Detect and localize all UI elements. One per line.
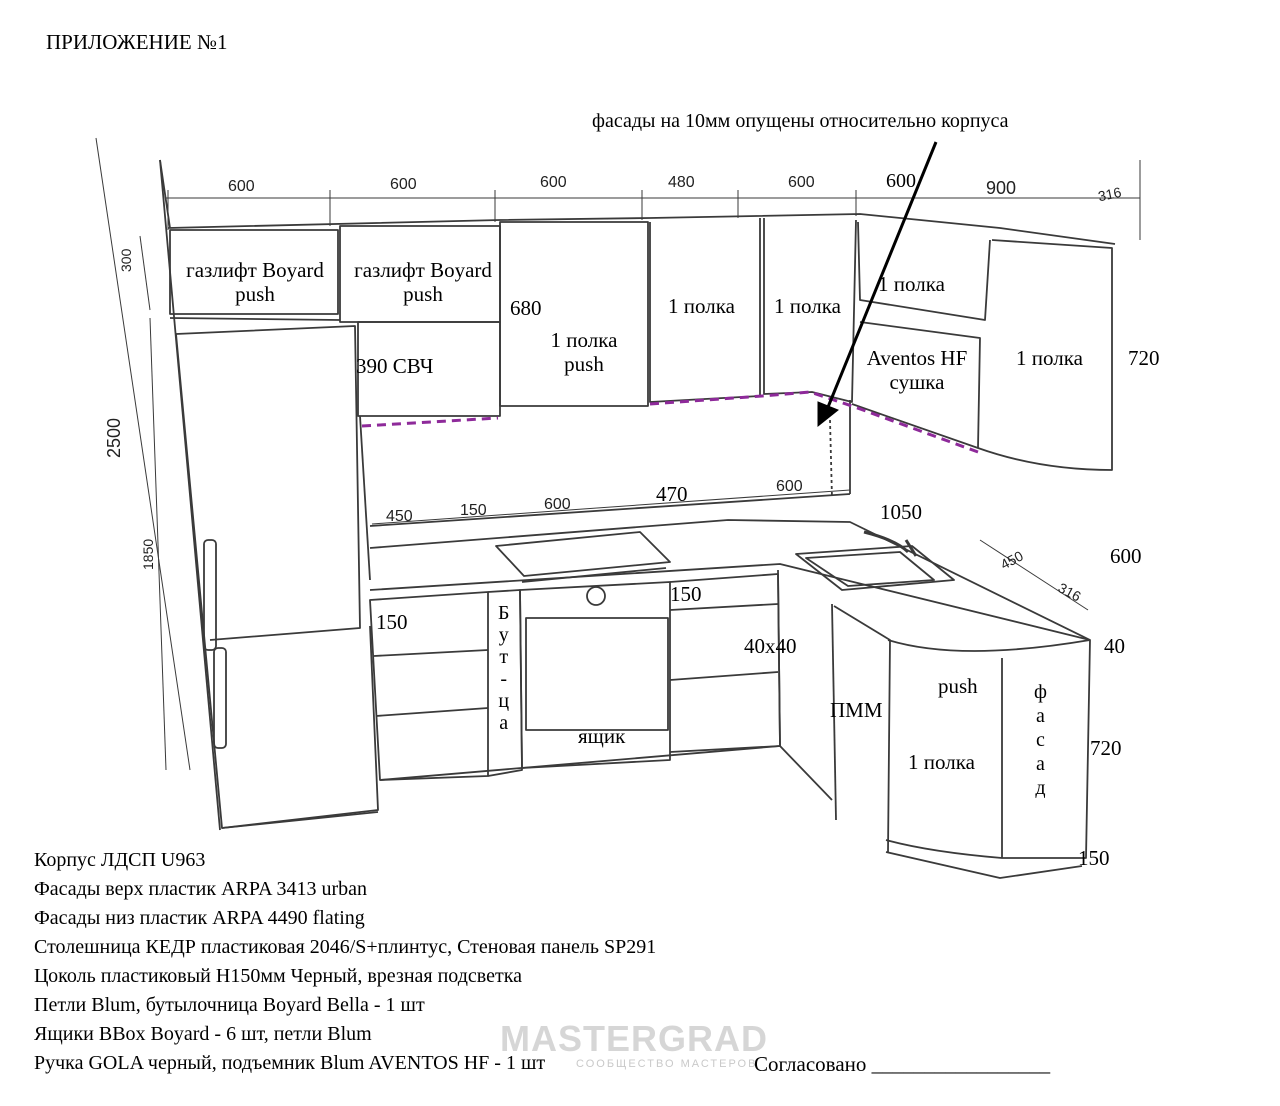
- plinth-dimension: 150: [1078, 846, 1110, 870]
- spec-line: Столешница КЕДР пластиковая 2046/S+плинт…: [34, 936, 657, 958]
- oven-drawer-height-label: 150: [670, 582, 702, 606]
- worktop-dimension: 470: [656, 482, 688, 506]
- shelf-label: 1 полка: [668, 294, 735, 318]
- worktop-thickness-dimension: 40: [1104, 634, 1125, 658]
- facade-label: ф а с а д: [1034, 681, 1047, 799]
- worktop-dimension: 600: [776, 478, 803, 495]
- top-dimension: 900: [986, 178, 1017, 198]
- spec-line: Корпус ЛДСП U963: [34, 849, 206, 871]
- drawer-height-label: 150: [376, 610, 408, 634]
- lower-height-dimension: 1850: [140, 538, 156, 570]
- top-dimension: 480: [668, 174, 695, 191]
- gaslift-cabinet-label: газлифт Boyard push: [354, 258, 492, 307]
- shelf-label: 1 полка: [878, 272, 945, 296]
- aventos-dryer-label: Aventos HF сушка: [866, 346, 968, 395]
- worktop-dimension: 1050: [880, 500, 922, 524]
- upper-height-dimension: 300: [118, 248, 134, 272]
- upper-height-720: 720: [1128, 346, 1160, 370]
- spec-line: Фасады низ пластик ARPA 4490 flating: [34, 907, 365, 929]
- push-label: push: [938, 674, 978, 698]
- shelf-label: 1 полка: [908, 750, 975, 774]
- base-height-dimension: 720: [1090, 736, 1122, 760]
- page-title: ПРИЛОЖЕНИЕ №1: [46, 30, 228, 54]
- microwave-label: 390 СВЧ: [356, 354, 434, 378]
- spec-line: Петли Blum, бутылочница Boyard Bella - 1…: [34, 994, 425, 1016]
- spec-line: Цоколь пластиковый Н150мм Черный, врезна…: [34, 965, 523, 987]
- worktop-dimension: 600: [544, 496, 571, 513]
- specification-notes: Корпус ЛДСП U963 Фасады верх пластик ARP…: [34, 846, 656, 1078]
- dishwasher-label: ПММ: [830, 698, 883, 722]
- worktop-dimension: 450: [386, 508, 413, 525]
- drawer-label: ящик: [578, 724, 626, 748]
- facade-offset-note: фасады на 10мм опущены относительно корп…: [592, 110, 1009, 132]
- spec-line: Ящики BBox Boyard - 6 шт, петли Blum: [34, 1023, 372, 1045]
- spec-line: Ручка GOLA черный, подъемник Blum AVENTO…: [34, 1052, 546, 1074]
- top-dimension: 600: [390, 176, 417, 193]
- total-height-dimension: 2500: [104, 417, 124, 458]
- top-dimension: 600: [886, 170, 916, 192]
- top-dimension: 600: [228, 178, 255, 195]
- bottle-rack-label: Б у т - ц а: [498, 602, 510, 734]
- gaslift-cabinet-label: газлифт Boyard push: [186, 258, 324, 307]
- approval-signature-line: Согласовано _________________: [754, 1052, 1051, 1076]
- worktop-dimension: 150: [460, 502, 487, 519]
- top-dimension: 600: [540, 174, 567, 191]
- shelf-label: 1 полка: [1016, 346, 1083, 370]
- backsplash-dimension: 600: [1110, 544, 1142, 568]
- shelf-label: 1 полка: [774, 294, 841, 318]
- cabinet-height-label: 680: [510, 296, 542, 320]
- watermark-logo: MASTERGRAD: [500, 1018, 768, 1059]
- spec-line: Фасады верх пластик ARPA 3413 urban: [34, 878, 368, 900]
- shelf-push-label: 1 полка push: [550, 328, 618, 377]
- watermark-tagline: СООБЩЕСТВО МАСТЕРОВ: [576, 1058, 758, 1070]
- top-dimension: 600: [788, 174, 815, 191]
- corner-profile-label: 40х40: [744, 634, 797, 658]
